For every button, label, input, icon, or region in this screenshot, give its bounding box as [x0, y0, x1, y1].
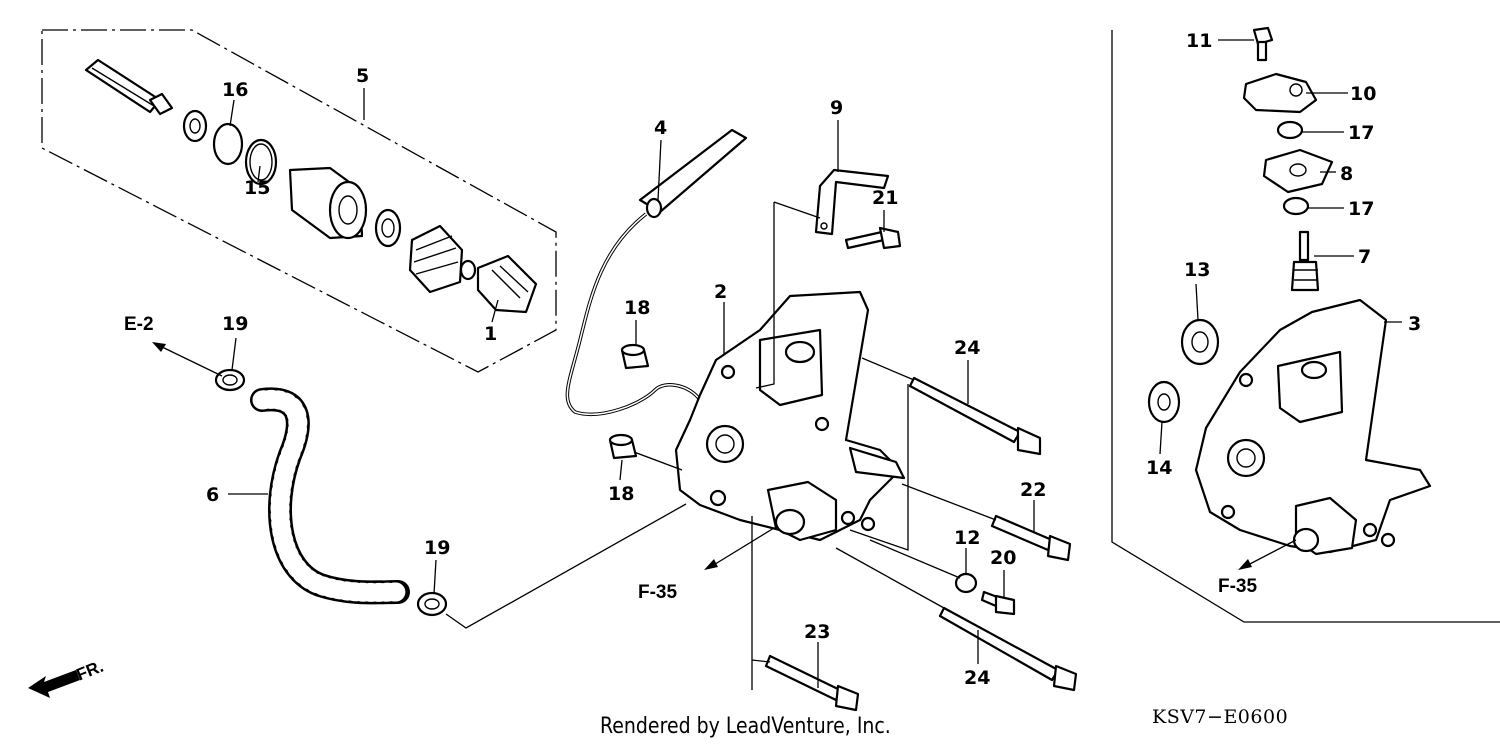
part-16-oring: [212, 122, 244, 166]
credit-text: Rendered by LeadVenture, Inc.: [600, 714, 891, 739]
part-18-dowel-upper: [620, 343, 650, 370]
callout-19-lower: 19: [424, 537, 450, 559]
callout-19-upper: 19: [222, 313, 248, 335]
part-14-bearing: [1147, 380, 1181, 424]
callout-4: 4: [654, 117, 667, 139]
arrow-e2: [152, 342, 223, 377]
part-10-sensor: [1242, 72, 1318, 114]
part-8-plate: [1262, 148, 1334, 194]
part-15-oring: [244, 138, 278, 186]
callout-22: 22: [1020, 479, 1046, 501]
callout-13: 13: [1184, 259, 1210, 281]
kit-group-box: [41, 29, 557, 373]
part-1-sensor: [476, 254, 538, 314]
part-11-bolt: [1252, 26, 1274, 62]
part-20-bolt: [980, 590, 1016, 616]
callout-18-upper: 18: [624, 297, 650, 319]
part-17-oring-upper: [1276, 120, 1304, 140]
callout-1: 1: [484, 323, 497, 345]
callout-7: 7: [1358, 246, 1371, 268]
arrow-f35-right: [1238, 539, 1297, 570]
callout-6: 6: [206, 484, 219, 506]
part-19-clamp-lower: [416, 591, 448, 617]
part-7-shaft: [1290, 230, 1320, 292]
callout-24-lower: 24: [964, 667, 990, 689]
front-label: FR.: [74, 657, 107, 685]
callout-2: 2: [714, 281, 727, 303]
callout-11: 11: [1186, 30, 1212, 52]
callout-8: 8: [1340, 163, 1353, 185]
part-2-bracket-housing: [674, 290, 906, 542]
part-small-washer: [459, 259, 477, 281]
callout-15: 15: [244, 177, 270, 199]
callout-3: 3: [1408, 313, 1421, 335]
callout-17-upper: 17: [1348, 122, 1374, 144]
part-3-bracket-housing: [1194, 298, 1432, 556]
part-worm-gear: [408, 224, 464, 294]
part-24-bolt-upper: [908, 376, 1042, 456]
callout-20: 20: [990, 547, 1016, 569]
callout-9: 9: [830, 97, 843, 119]
callout-16: 16: [222, 79, 248, 101]
ref-f35-right: F-35: [1218, 576, 1258, 597]
ref-e2: E-2: [124, 314, 154, 335]
part-17-oring-lower: [1282, 196, 1310, 216]
part-gear-housing: [288, 166, 368, 240]
part-seal: [374, 208, 402, 248]
part-washer-small: [182, 109, 208, 143]
part-shaft: [84, 58, 174, 116]
callout-14: 14: [1146, 457, 1172, 479]
front-arrow-icon: [28, 670, 80, 698]
ref-f35-left: F-35: [638, 582, 678, 603]
part-21-bolt: [844, 226, 902, 250]
arrow-f35-left: [704, 527, 775, 570]
part-6-hose: [250, 387, 410, 605]
callout-18-lower: 18: [608, 483, 634, 505]
diagram-code: KSV7−E0600: [1152, 706, 1289, 728]
part-12-washer: [954, 572, 978, 594]
part-23-bolt: [764, 654, 860, 712]
right-group-frame: [1111, 30, 1500, 623]
callout-17-lower: 17: [1348, 198, 1374, 220]
part-9-bracket: [814, 168, 890, 236]
callout-5: 5: [356, 65, 369, 87]
part-18-dowel-lower: [608, 433, 638, 460]
callout-12: 12: [954, 527, 980, 549]
part-24-bolt-lower: [938, 606, 1078, 692]
part-19-clamp-upper: [214, 368, 246, 392]
callout-21: 21: [872, 187, 898, 209]
part-4-cable: [565, 128, 748, 416]
part-22-bolt: [990, 514, 1072, 562]
callout-24-upper: 24: [954, 337, 980, 359]
part-13-bearing: [1180, 318, 1220, 366]
callout-10: 10: [1350, 83, 1376, 105]
callout-23: 23: [804, 621, 830, 643]
